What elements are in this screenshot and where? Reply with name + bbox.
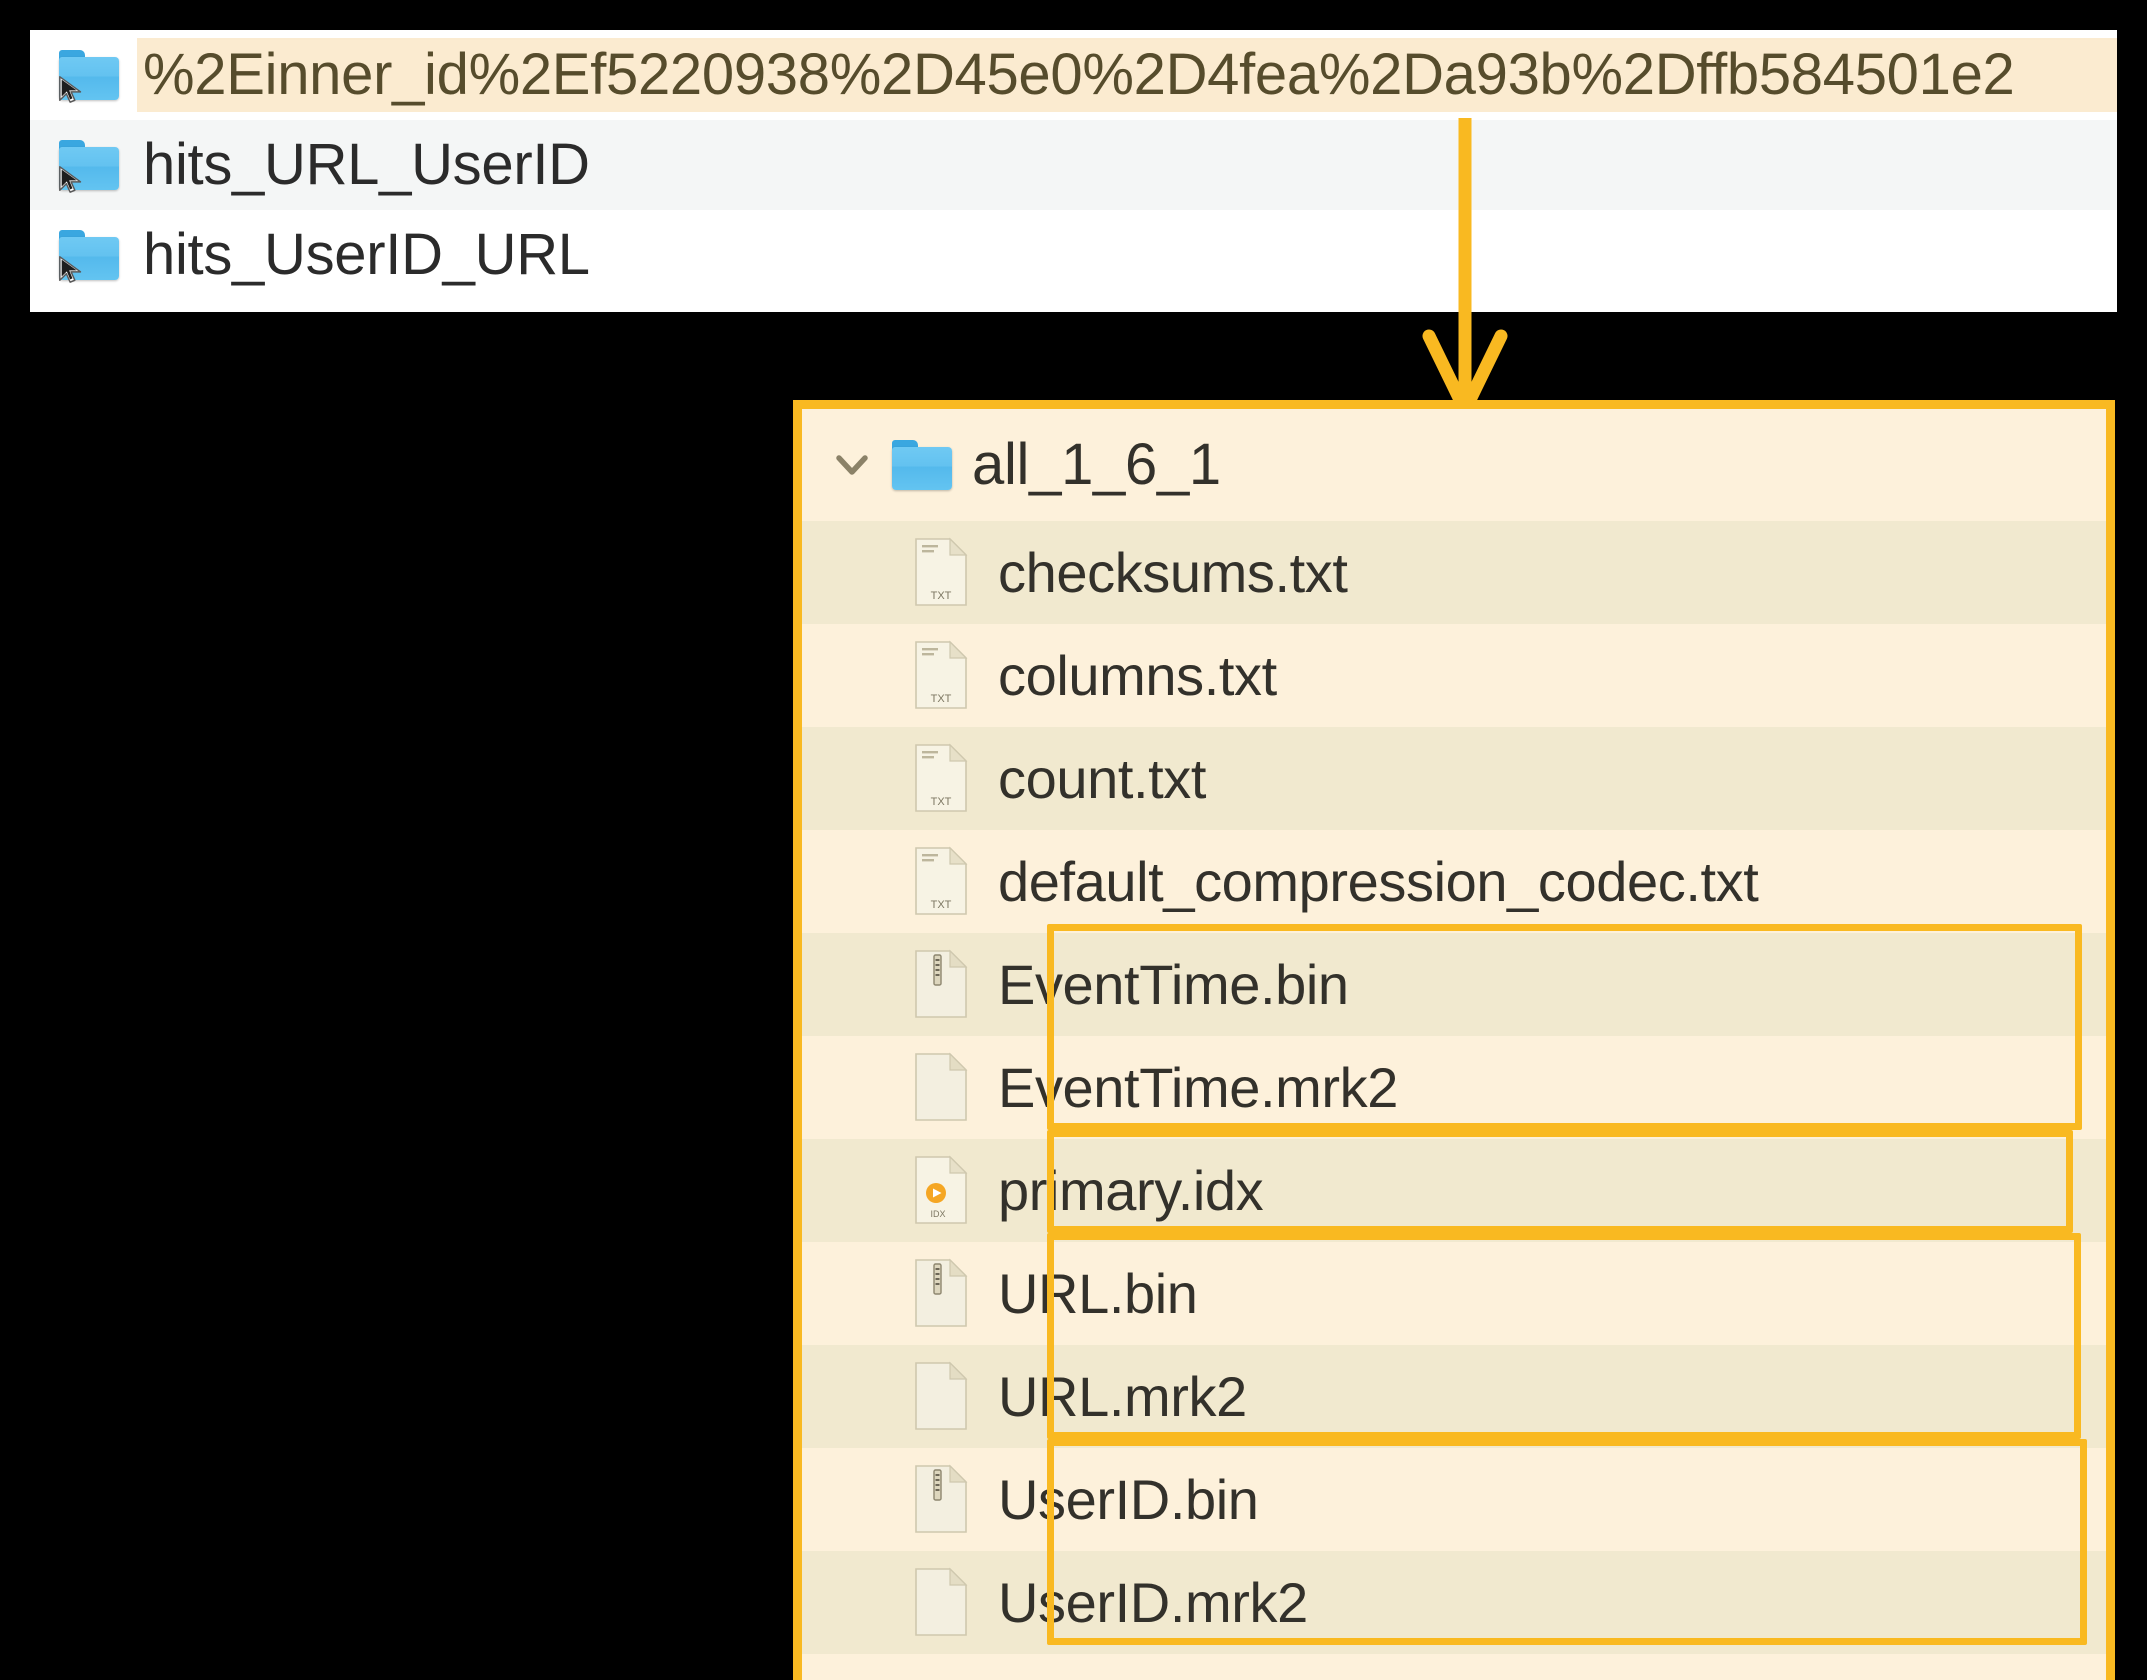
svg-text:TXT: TXT bbox=[931, 693, 952, 705]
file-name: EventTime.mrk2 bbox=[998, 1055, 1398, 1119]
file-name: UserID.mrk2 bbox=[998, 1570, 1308, 1634]
folder-icon bbox=[888, 436, 956, 494]
file-row[interactable]: EventTime.bin bbox=[802, 933, 2106, 1036]
file-row[interactable]: UserID.bin bbox=[802, 1448, 2106, 1551]
file-name: count.txt bbox=[998, 746, 1207, 810]
file-name: UserID.bin bbox=[998, 1467, 1259, 1531]
callout-arrow bbox=[1422, 118, 1508, 417]
svg-text:TXT: TXT bbox=[931, 796, 952, 808]
file-name: URL.mrk2 bbox=[998, 1364, 1247, 1428]
blank-file-icon bbox=[914, 1567, 970, 1639]
file-row[interactable]: TXT count.txt bbox=[802, 727, 2106, 830]
svg-text:TXT: TXT bbox=[931, 899, 952, 911]
file-row[interactable]: URL.bin bbox=[802, 1242, 2106, 1345]
file-row[interactable]: TXT checksums.txt bbox=[802, 521, 2106, 624]
svg-text:IDX: IDX bbox=[930, 1209, 945, 1219]
symlink-label: %2Einner_id%2Ef5220938%2D45e0%2D4fea%2Da… bbox=[137, 38, 2117, 112]
blank-file-icon bbox=[914, 1361, 970, 1433]
file-name: primary.idx bbox=[998, 1158, 1264, 1222]
symlink-directory-list[interactable]: %2Einner_id%2Ef5220938%2D45e0%2D4fea%2Da… bbox=[30, 30, 2117, 312]
file-row[interactable]: URL.mrk2 bbox=[802, 1345, 2106, 1448]
symlink-label: hits_UserID_URL bbox=[143, 222, 590, 287]
file-row[interactable]: TXT columns.txt bbox=[802, 624, 2106, 727]
svg-text:TXT: TXT bbox=[931, 590, 952, 602]
file-row[interactable]: IDX primary.idx bbox=[802, 1139, 2106, 1242]
folder-symlink-icon bbox=[55, 136, 123, 194]
file-row[interactable]: TXT default_compression_codec.txt bbox=[802, 830, 2106, 933]
chevron-down-icon[interactable] bbox=[830, 443, 874, 487]
txt-file-icon: TXT bbox=[914, 640, 970, 712]
folder-symlink-icon bbox=[55, 226, 123, 284]
list-item[interactable]: hits_UserID_URL bbox=[30, 210, 2117, 300]
list-item[interactable]: %2Einner_id%2Ef5220938%2D45e0%2D4fea%2Da… bbox=[30, 30, 2117, 120]
directory-header-row[interactable]: all_1_6_1 bbox=[802, 409, 2106, 521]
file-row[interactable]: UserID.mrk2 bbox=[802, 1551, 2106, 1654]
file-name: EventTime.bin bbox=[998, 952, 1349, 1016]
bin-file-icon bbox=[914, 949, 970, 1021]
file-name: columns.txt bbox=[998, 643, 1277, 707]
file-name: checksums.txt bbox=[998, 540, 1348, 604]
folder-symlink-icon bbox=[55, 46, 123, 104]
part-directory-panel[interactable]: all_1_6_1 TXT checksums.txt bbox=[793, 400, 2115, 1680]
txt-file-icon: TXT bbox=[914, 846, 970, 918]
file-name: URL.bin bbox=[998, 1261, 1198, 1325]
file-name: default_compression_codec.txt bbox=[998, 849, 1759, 913]
file-row[interactable]: EventTime.mrk2 bbox=[802, 1036, 2106, 1139]
txt-file-icon: TXT bbox=[914, 537, 970, 609]
directory-name: all_1_6_1 bbox=[972, 432, 1221, 497]
symlink-label: hits_URL_UserID bbox=[143, 132, 590, 197]
bin-file-icon bbox=[914, 1258, 970, 1330]
blank-file-icon bbox=[914, 1052, 970, 1124]
bin-file-icon bbox=[914, 1464, 970, 1536]
idx-file-icon: IDX bbox=[914, 1155, 970, 1227]
list-item[interactable]: hits_URL_UserID bbox=[30, 120, 2117, 210]
txt-file-icon: TXT bbox=[914, 743, 970, 815]
